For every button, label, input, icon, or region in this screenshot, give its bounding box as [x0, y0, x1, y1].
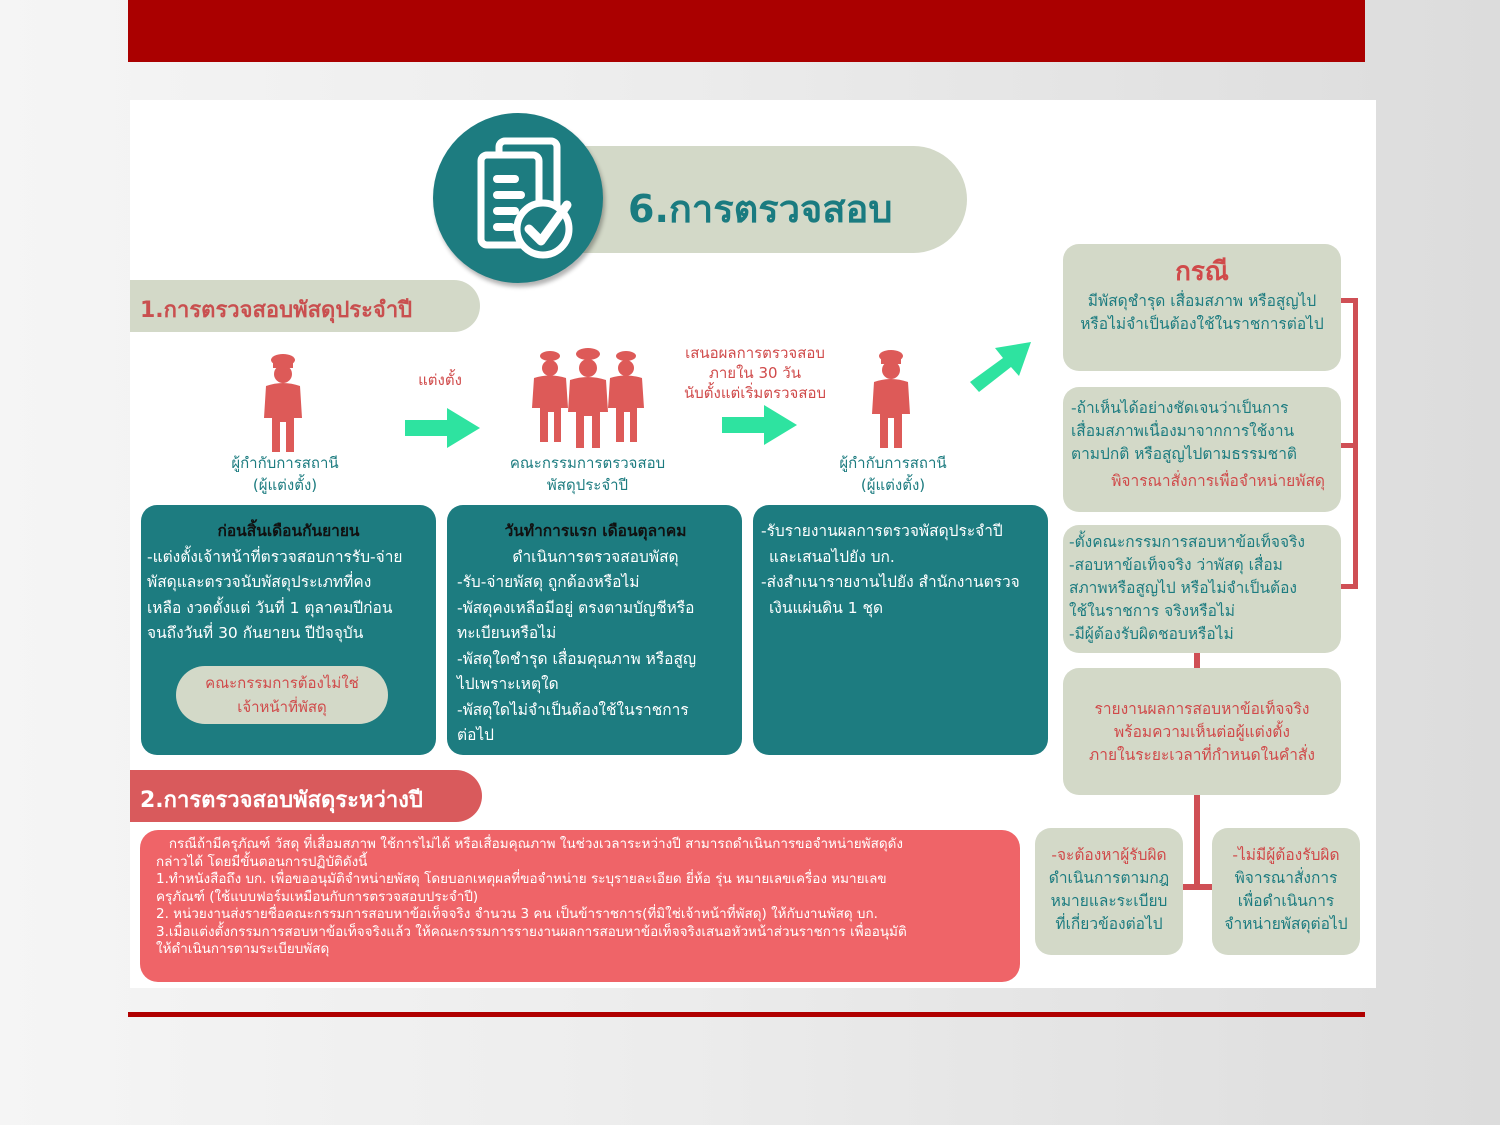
box3-line: เงินแผ่นดิน 1 ชุด	[769, 598, 884, 617]
title-badge	[433, 113, 603, 283]
box1-line: -แต่งตั้งเจ้าหน้าที่ตรวจสอบการรับ-จ่าย	[147, 547, 403, 566]
case4-line: ภายในระยะเวลาที่กำหนดในคำสั่ง	[1089, 746, 1315, 764]
document-check-icon	[477, 137, 573, 259]
connector-line	[1340, 443, 1358, 448]
box2-line: -พัสดุใดชำรุด เสื่อมคุณภาพ หรือสูญ	[457, 649, 697, 668]
section2-title: 2.การตรวจสอบพัสดุระหว่างปี	[140, 788, 423, 813]
fact-finding-box: -ตั้งคณะกรรมการสอบหาข้อเท็จจริง -สอบหาข้…	[1063, 525, 1341, 653]
section1-header: 1.การตรวจสอบพัสดุประจำปี	[130, 280, 480, 332]
box2-line: ทะเบียนหรือไม่	[457, 624, 557, 642]
appointer-right-label: ผู้กำกับการสถานี (ผู้แต่งตั้ง)	[808, 452, 978, 496]
arrow-up-right-icon	[970, 342, 1031, 392]
case3-line: สภาพหรือสูญไป หรือไม่จำเป็นต้อง	[1069, 579, 1298, 597]
bottom-divider	[128, 1012, 1365, 1017]
box1-line: จนถึงวันที่ 30 กันยายน ปีปัจจุบัน	[147, 624, 364, 642]
case4-line: รายงานผลการสอบหาข้อเท็จจริง	[1094, 700, 1310, 718]
connector-line	[1194, 652, 1200, 668]
appointer-right-line2: (ผู้แต่งตั้ง)	[860, 476, 926, 494]
case3-line: -ตั้งคณะกรรมการสอบหาข้อเท็จจริง	[1069, 533, 1305, 551]
box2-line: -พัสดุใดไม่จำเป็นต้องใช้ในราชการ	[457, 700, 689, 719]
box2-line: ไปเพราะเหตุใด	[457, 675, 559, 693]
annual-step2-box: วันทำการแรก เดือนตุลาคม ดำเนินการตรวจสอบ…	[447, 505, 742, 755]
case6-heading: -ไม่มีผู้ต้องรับผิด	[1232, 846, 1340, 864]
arrow-right-icon	[405, 408, 480, 448]
appointer-right-line1: ผู้กำกับการสถานี	[839, 454, 947, 472]
case5-heading: -จะต้องหาผู้รับผิด	[1051, 846, 1167, 864]
case5-line: หมายและระเบียบ	[1050, 892, 1168, 910]
connector-line	[1194, 795, 1200, 890]
section2-line: 1.ทำหนังสือถึง บก. เพื่อขออนุมัติจำหน่าย…	[156, 871, 887, 887]
natural-deterioration-box: -ถ้าเห็นได้อย่างชัดเจนว่าเป็นการ เสื่อมส…	[1063, 387, 1341, 512]
case5-line: ดำเนินการตามกฎ	[1048, 869, 1170, 887]
section2-header: 2.การตรวจสอบพัสดุระหว่างปี	[130, 770, 482, 822]
section2-line: 2. หน่วยงานส่งรายชื่อคณะกรรมการสอบหาข้อเ…	[156, 906, 878, 922]
box1-heading: ก่อนสิ้นเดือนกันยายน	[217, 522, 360, 540]
committee-label: คณะกรรมการตรวจสอบ พัสดุประจำปี	[480, 452, 695, 496]
case3-line: ใช้ในราชการ จริงหรือไม่	[1069, 602, 1235, 620]
box3-line: -ส่งสำเนารายงานไปยัง สำนักงานตรวจ	[761, 573, 1020, 591]
box2-heading: วันทำการแรก เดือนตุลาคม	[504, 522, 687, 540]
box2-line: -รับ-จ่ายพัสดุ ถูกต้องหรือไม่	[457, 573, 640, 591]
case6-line: จำหน่ายพัสดุต่อไป	[1224, 915, 1348, 933]
case6-line: เพื่อดำเนินการ	[1237, 892, 1335, 910]
arrow2-label: เสนอผลการตรวจสอบ ภายใน 30 วัน นับตั้งแต่…	[660, 343, 850, 403]
officer-icon-right	[872, 350, 910, 448]
committee-line2: พัสดุประจำปี	[546, 476, 629, 494]
section2-content-box: กรณีถ้ามีครุภัณฑ์ วัสดุ ที่เสื่อมสภาพ ใช…	[140, 830, 1020, 982]
arrow-right-icon	[722, 405, 797, 445]
section2-line: กรณีถ้ามีครุภัณฑ์ วัสดุ ที่เสื่อมสภาพ ใช…	[156, 836, 903, 852]
case4-line: พร้อมความเห็นต่อผู้แต่งตั้ง	[1114, 723, 1290, 741]
box2-line: ต่อไป	[457, 726, 495, 744]
connector-line	[1340, 584, 1358, 589]
appointer-left-line2: (ผู้แต่งตั้ง)	[252, 476, 318, 494]
box2-subheading: ดำเนินการตรวจสอบพัสดุ	[512, 547, 679, 566]
case2-line: ตามปกติ หรือสูญไปตามธรรมชาติ	[1071, 445, 1297, 463]
case5-line: ที่เกี่ยวข้องต่อไป	[1055, 915, 1163, 933]
section2-line: กล่าวได้ โดยมีขั้นตอนการปฏิบัติดังนี้	[156, 853, 368, 870]
section1-title: 1.การตรวจสอบพัสดุประจำปี	[140, 298, 413, 323]
officer-icon-left	[264, 354, 302, 452]
arrow2-label-line1: เสนอผลการตรวจสอบ	[685, 344, 825, 362]
arrow2-label-line2: ภายใน 30 วัน	[709, 364, 801, 382]
case-heading: กรณี	[1175, 257, 1229, 287]
connector-line	[1340, 298, 1358, 303]
note-line1: คณะกรรมการต้องไม่ใช่	[205, 674, 359, 692]
box2-line: -พัสดุคงเหลือมีอยู่ ตรงตามบัญชีหรือ	[457, 598, 695, 617]
case2-line: เสื่อมสภาพเนื่องมาจากการใช้งาน	[1071, 422, 1295, 440]
case-line: มีพัสดุชำรุด เสื่อมสภาพ หรือสูญไป	[1087, 292, 1317, 310]
box3-line: -รับรายงานผลการตรวจพัสดุประจำปี	[761, 522, 1003, 540]
case-line: หรือไม่จำเป็นต้องใช้ในราชการต่อไป	[1080, 315, 1324, 333]
committee-line1: คณะกรรมการตรวจสอบ	[509, 454, 666, 472]
section2-line: ครุภัณฑ์ (ใช้แบบฟอร์มเหมือนกับการตรวจสอบ…	[156, 888, 479, 905]
committee-note-pill: คณะกรรมการต้องไม่ใช่ เจ้าหน้าที่พัสดุ	[176, 666, 388, 724]
note-line2: เจ้าหน้าที่พัสดุ	[237, 698, 327, 716]
no-liable-party-box: -ไม่มีผู้ต้องรับผิด พิจารณาสั่งการ เพื่อ…	[1212, 828, 1360, 955]
box3-line: และเสนอไปยัง บก.	[769, 547, 895, 566]
case-box: กรณี มีพัสดุชำรุด เสื่อมสภาพ หรือสูญไป ห…	[1063, 244, 1341, 371]
arrow1-label: แต่งตั้ง	[418, 371, 462, 389]
case2-action: พิจารณาสั่งการเพื่อจำหน่ายพัสดุ	[1111, 472, 1325, 490]
connector-line	[1182, 884, 1212, 890]
box1-line: เหลือ งวดตั้งแต่ วันที่ 1 ตุลาคมปีก่อน	[147, 598, 393, 617]
arrow2-label-line3: นับตั้งแต่เริ่มตรวจสอบ	[683, 384, 827, 402]
committee-icon	[532, 348, 644, 448]
section2-line: 3.เมื่อแต่งตั้งกรรมการสอบหาข้อเท็จจริงแล…	[156, 923, 907, 940]
page-title: 6.การตรวจสอบ	[628, 187, 893, 231]
liable-party-box: -จะต้องหาผู้รับผิด ดำเนินการตามกฎ หมายแล…	[1035, 828, 1183, 955]
case6-line: พิจารณาสั่งการ	[1234, 869, 1338, 887]
appointer-left-label: ผู้กำกับการสถานี (ผู้แต่งตั้ง)	[200, 452, 370, 496]
box1-line: พัสดุและตรวจนับพัสดุประเภทที่คง	[147, 573, 372, 591]
section2-line: ให้ดำเนินการตามระเบียบพัสดุ	[156, 941, 330, 957]
top-accent-bar	[128, 0, 1365, 62]
case3-line: -สอบหาข้อเท็จจริง ว่าพัสดุ เสื่อม	[1069, 556, 1283, 574]
title-pill	[560, 146, 967, 253]
case2-line: -ถ้าเห็นได้อย่างชัดเจนว่าเป็นการ	[1071, 399, 1289, 417]
case3-line: -มีผู้ต้องรับผิดชอบหรือไม่	[1069, 625, 1234, 643]
report-box: รายงานผลการสอบหาข้อเท็จจริง พร้อมความเห็…	[1063, 668, 1341, 795]
appointer-left-line1: ผู้กำกับการสถานี	[231, 454, 339, 472]
annual-step3-box: -รับรายงานผลการตรวจพัสดุประจำปี และเสนอไ…	[753, 505, 1048, 755]
